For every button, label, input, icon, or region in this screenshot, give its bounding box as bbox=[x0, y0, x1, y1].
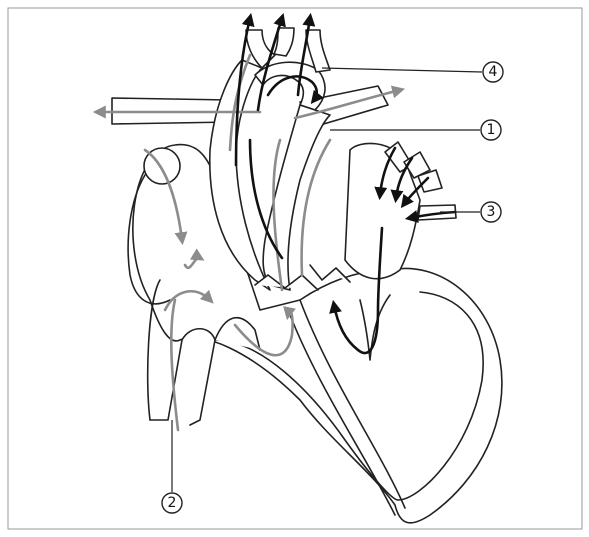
label-1-text: 1 bbox=[487, 122, 496, 138]
label-3: 3 bbox=[481, 202, 501, 222]
figure-frame bbox=[8, 8, 582, 529]
leader-line-4 bbox=[322, 68, 482, 72]
label-1: 1 bbox=[481, 120, 501, 140]
label-2: 2 bbox=[162, 493, 182, 513]
brachiocephalic-artery bbox=[246, 30, 275, 68]
label-3-text: 3 bbox=[487, 204, 496, 220]
label-2-text: 2 bbox=[168, 495, 177, 511]
label-4: 4 bbox=[483, 62, 503, 82]
inferior-vena-cava bbox=[150, 329, 215, 425]
label-4-text: 4 bbox=[489, 64, 498, 80]
